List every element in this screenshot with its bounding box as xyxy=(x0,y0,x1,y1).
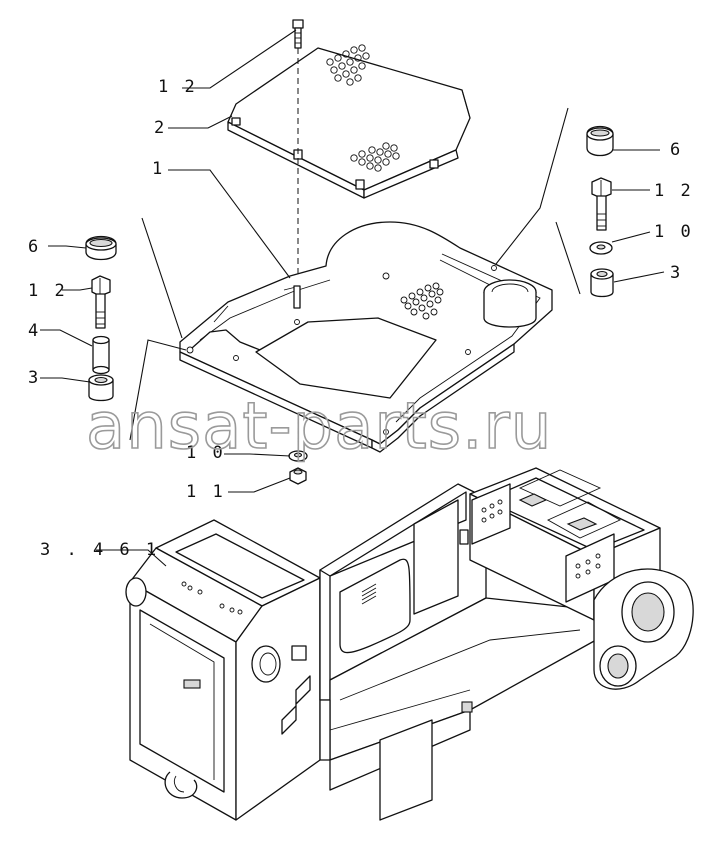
callout-1: 1 xyxy=(152,159,165,179)
spacer-left xyxy=(92,335,110,375)
callout-3-461: 3 . 4 6 1 xyxy=(40,540,159,560)
nut-bottom xyxy=(289,467,307,485)
bolt-right xyxy=(591,177,612,231)
callout-4: 4 xyxy=(28,321,41,341)
plug-right xyxy=(586,125,614,157)
callout-2: 2 xyxy=(154,118,167,138)
vent-holes-top xyxy=(326,44,370,86)
bushing-left xyxy=(88,374,114,402)
leader-lines xyxy=(40,29,665,567)
callout-12-top: 1 2 xyxy=(158,77,198,97)
callout-10-bottom: 1 0 xyxy=(186,443,226,463)
main-chassis xyxy=(125,467,694,821)
frame-vent-holes xyxy=(400,282,444,320)
washer-bottom xyxy=(288,450,308,462)
callout-12-right: 1 2 xyxy=(654,181,694,201)
callout-3-right: 3 xyxy=(670,263,683,283)
plug-left xyxy=(85,235,117,261)
callout-3-left: 3 xyxy=(28,368,41,388)
bushing-right xyxy=(590,268,614,298)
watermark-text: ansat-parts.ru xyxy=(86,390,552,464)
callout-11: 1 1 xyxy=(186,482,226,502)
bolt-top xyxy=(292,19,304,49)
callout-6-left: 6 xyxy=(28,237,41,257)
callout-6-right: 6 xyxy=(670,140,683,160)
vent-holes-bottom xyxy=(350,142,400,172)
callout-12-left: 1 2 xyxy=(28,281,68,301)
callout-10-right: 1 0 xyxy=(654,222,694,242)
cover-plate xyxy=(227,44,471,199)
sub-frame-plate xyxy=(179,221,553,453)
bolt-left xyxy=(91,275,111,329)
callout-labels: 1 2 2 1 6 1 2 4 3 6 1 2 1 0 3 1 0 1 1 3 … xyxy=(28,77,694,560)
washer-right xyxy=(589,241,613,255)
